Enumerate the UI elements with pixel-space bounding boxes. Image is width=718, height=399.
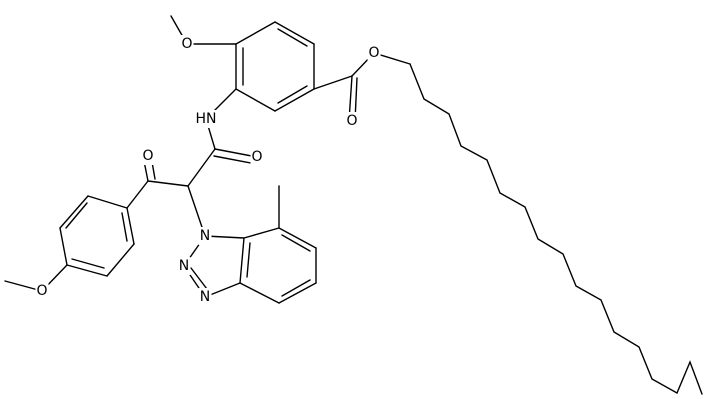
- atom-label-n1: N: [200, 228, 210, 244]
- upper-aryl-ring: [235, 21, 315, 112]
- atom-backdrop-o_ketone: [141, 147, 155, 165]
- ketone-group: [126, 155, 189, 209]
- atom-label-o_ketone: O: [142, 148, 153, 164]
- atom-label-n2: N: [179, 258, 189, 274]
- atom-label-o_ester: O: [368, 45, 379, 61]
- atom-backdrop-o_amide: [250, 148, 264, 166]
- methoxyphenyl-ring: [59, 195, 135, 277]
- atom-backdrop-nh: [195, 110, 217, 128]
- atom-label-o_amide: O: [251, 149, 262, 165]
- atom-backdrop-o_ester: [367, 44, 381, 62]
- atom-label-nh: HN: [196, 111, 217, 127]
- atom-backdrop-n2: [177, 257, 191, 275]
- atom-label-o_ar_methoxy: O: [181, 36, 192, 52]
- atom-label-o_ester_carbonyl: O: [346, 113, 357, 129]
- atom-label-o_pmp: O: [36, 283, 47, 299]
- atom-backdrop-n1: [198, 227, 212, 245]
- ester-group: [313, 52, 411, 122]
- atom-backdrop-o_ar_methoxy: [180, 35, 194, 53]
- atom-backdrop-o_pmp: [35, 282, 49, 300]
- hexadecyl-chain: [409, 63, 703, 395]
- atom-label-n3: N: [200, 289, 210, 305]
- atom-backdrop-o_ester_carbonyl: [345, 112, 359, 130]
- amide-linkage: [187, 88, 258, 187]
- atom-backdrop-n3: [198, 288, 212, 306]
